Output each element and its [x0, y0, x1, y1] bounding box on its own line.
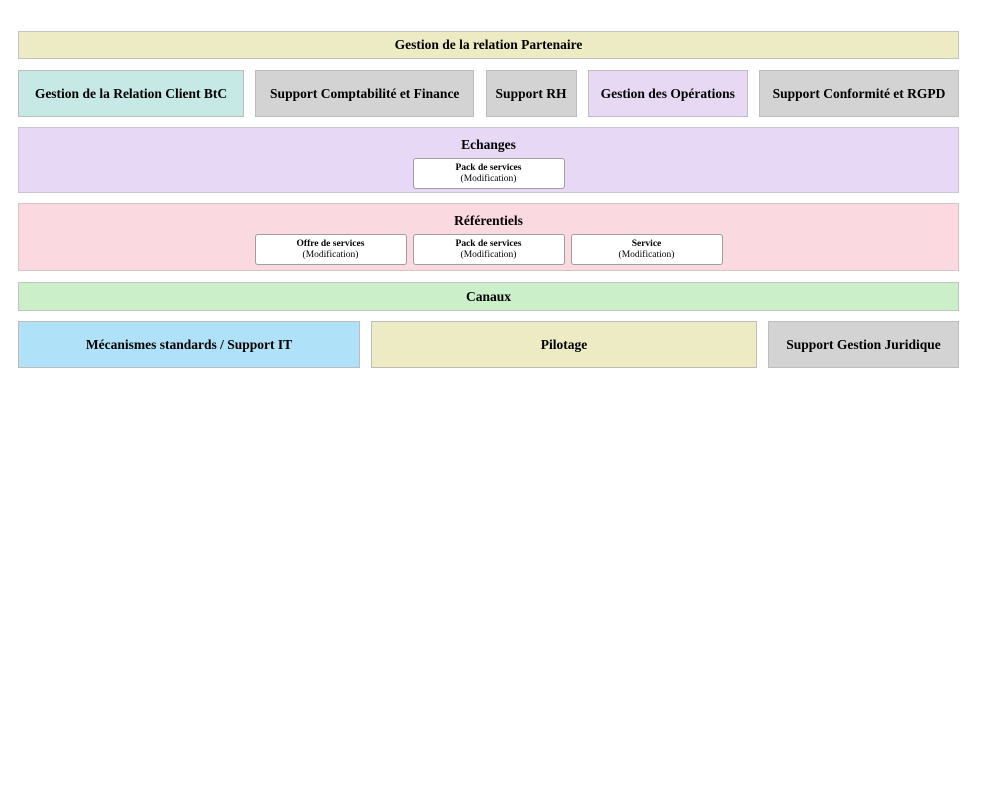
- footer-block-label: Mécanismes standards / Support IT: [85, 337, 293, 352]
- service-box-qualifier: (Modification): [618, 249, 675, 260]
- capability-block-conformite-rgpd: Support Conformité et RGPD: [759, 70, 959, 117]
- service-box-name: Pack de services: [455, 238, 522, 249]
- partner-relation-capability-map: Gestion de la relation Partenaire Gestio…: [18, 31, 959, 368]
- capability-block-comptabilite-finance: Support Comptabilité et Finance: [255, 70, 475, 117]
- footer-block-pilotage: Pilotage: [371, 321, 757, 368]
- service-box-pack-de-services: Pack de services (Modification): [412, 158, 565, 189]
- section-canaux: Canaux: [18, 282, 959, 311]
- capability-label: Gestion de la Relation Client BtC: [34, 86, 228, 101]
- service-box-offre-de-services: Offre de services (Modification): [254, 234, 407, 265]
- capability-label: Support RH: [495, 86, 567, 101]
- service-box-name: Service: [631, 238, 662, 249]
- capability-label: Support Conformité et RGPD: [772, 86, 946, 101]
- header-bar: Gestion de la relation Partenaire: [18, 31, 959, 59]
- footer-block-mecanismes-support-it: Mécanismes standards / Support IT: [18, 321, 360, 368]
- footer-row: Mécanismes standards / Support IT Pilota…: [18, 321, 959, 368]
- service-box-service: Service (Modification): [570, 234, 723, 265]
- footer-block-support-gestion-juridique: Support Gestion Juridique: [768, 321, 959, 368]
- capability-block-support-rh: Support RH: [485, 70, 577, 117]
- footer-block-label: Pilotage: [540, 337, 588, 352]
- service-box-pack-de-services: Pack de services (Modification): [412, 234, 565, 265]
- section-echanges-title: Echanges: [461, 137, 516, 152]
- service-box-name: Pack de services: [455, 162, 522, 173]
- section-referentiels-title: Référentiels: [454, 213, 523, 228]
- section-echanges: Echanges Pack de services (Modification): [18, 127, 959, 193]
- capability-label: Support Comptabilité et Finance: [270, 86, 460, 101]
- capability-block-relation-client-btc: Gestion de la Relation Client BtC: [18, 70, 244, 117]
- service-box-qualifier: (Modification): [460, 173, 517, 184]
- capability-label: Gestion des Opérations: [600, 86, 735, 101]
- referentiels-box-row: Offre de services (Modification) Pack de…: [19, 234, 958, 265]
- section-canaux-title: Canaux: [465, 288, 511, 304]
- section-referentiels: Référentiels Offre de services (Modifica…: [18, 203, 959, 271]
- capability-row: Gestion de la Relation Client BtC Suppor…: [18, 70, 959, 117]
- capability-block-gestion-operations: Gestion des Opérations: [587, 70, 748, 117]
- service-box-name: Offre de services: [296, 238, 365, 249]
- service-box-qualifier: (Modification): [302, 249, 359, 260]
- header-title: Gestion de la relation Partenaire: [394, 37, 583, 52]
- service-box-qualifier: (Modification): [460, 249, 517, 260]
- footer-block-label: Support Gestion Juridique: [786, 337, 941, 352]
- echanges-box-row: Pack de services (Modification): [19, 158, 958, 189]
